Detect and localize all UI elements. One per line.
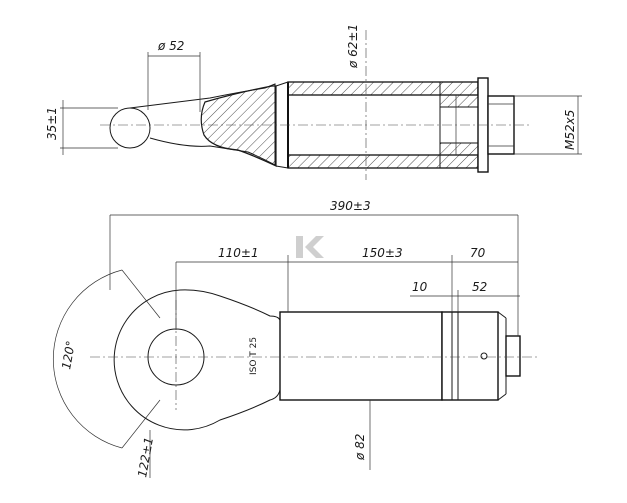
overall-length-label: 390±3 [330, 199, 371, 213]
tip-label: 52 [472, 280, 487, 294]
seg1-label: 110±1 [218, 246, 259, 260]
angle-arc [53, 269, 123, 449]
bottom-plan-view: 120° ISO T 25 390±3 110±1 150±3 70 [53, 199, 540, 479]
top-section-view: ø 52 ø 62±1 35±1 M52x5 [45, 24, 582, 180]
thread-label: M52x5 [563, 110, 577, 150]
eye-section-circle [109, 107, 151, 149]
body-wall-top [287, 81, 479, 96]
angle-label: 120° [59, 340, 78, 371]
seg2-label: 150±3 [362, 246, 403, 260]
dia-body-label: ø 62±1 [346, 24, 360, 69]
groove-label: 10 [412, 280, 428, 294]
inner-insert-top [439, 94, 479, 108]
body-wall-bottom [287, 154, 479, 169]
body-cylinder [279, 311, 443, 401]
body-left-edge-outer [275, 81, 289, 87]
arm-hatch [200, 85, 277, 167]
radius-label: 122±1 [135, 436, 156, 478]
thickness-label: 35±1 [45, 107, 59, 140]
inner-insert-bottom [439, 142, 479, 156]
dia82-label: ø 82 [353, 434, 367, 461]
groove-section [441, 311, 499, 401]
eye-outline [113, 289, 281, 431]
dia-eye-label: ø 52 [157, 39, 184, 53]
logo-watermark-icon [296, 236, 324, 258]
seg3-label: 70 [470, 246, 486, 260]
iso-label: ISO T 25 [249, 337, 259, 375]
tip [505, 335, 521, 377]
pin-hole [480, 352, 488, 360]
